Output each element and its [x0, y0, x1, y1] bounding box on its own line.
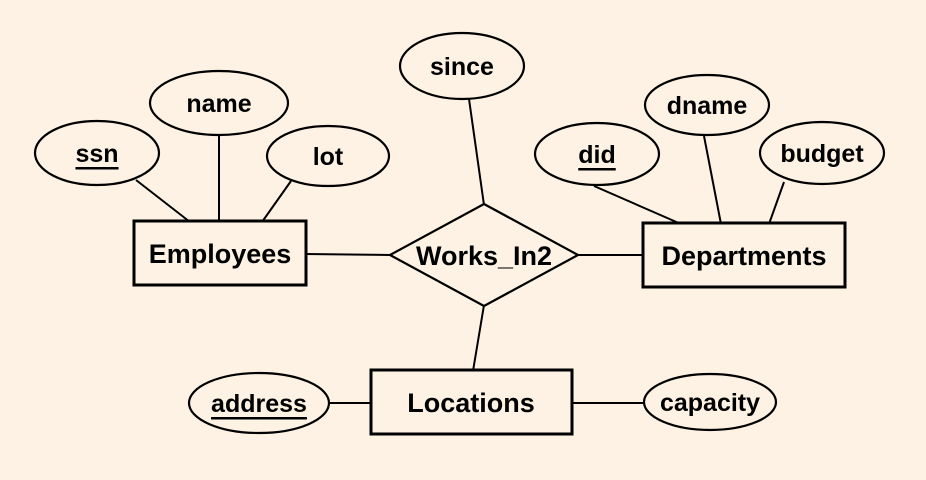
entity-label-locations: Locations [407, 388, 535, 418]
attribute-address[interactable]: address [187, 371, 331, 435]
attribute-ellipse-dname[interactable] [643, 73, 771, 137]
entity-locations[interactable]: Locations [369, 368, 574, 436]
attribute-ellipse-name[interactable] [148, 69, 290, 137]
attribute-budget[interactable]: budget [758, 120, 886, 186]
edge-since-works-in2 [468, 98, 485, 206]
attribute-ellipse-lot[interactable] [265, 124, 391, 188]
attribute-lot[interactable]: lot [265, 124, 391, 188]
attribute-label-dname: dname [667, 92, 748, 120]
entity-employees[interactable]: Employees [132, 219, 308, 287]
attribute-capacity[interactable]: capacity [642, 372, 778, 432]
edge-works-in2-locations [472, 304, 485, 372]
attribute-name[interactable]: name [148, 69, 290, 137]
attribute-ssn[interactable]: ssn [33, 119, 161, 187]
attribute-ellipse-address[interactable] [187, 371, 331, 435]
attribute-label-address: address [211, 390, 307, 418]
attribute-ellipse-budget[interactable] [758, 120, 886, 186]
relationship-label-works-in2: Works_In2 [416, 241, 552, 271]
attribute-ellipse-capacity[interactable] [642, 372, 778, 432]
attribute-dname[interactable]: dname [643, 73, 771, 137]
attribute-label-ssn: ssn [75, 140, 118, 168]
attribute-since[interactable]: since [398, 31, 526, 101]
edge-lot-employees [261, 180, 292, 223]
edge-dname-departments [703, 135, 722, 225]
edge-ssn-employees [135, 179, 191, 223]
relationship-diamond-works-in2[interactable] [387, 202, 581, 308]
entity-box-employees[interactable] [132, 219, 308, 287]
attribute-label-since: since [430, 53, 494, 81]
attribute-ellipse-since[interactable] [398, 31, 526, 101]
edges-layer [135, 98, 785, 404]
entity-label-employees: Employees [149, 239, 292, 269]
attribute-did[interactable]: did [533, 121, 661, 187]
entity-label-departments: Departments [661, 241, 826, 271]
attribute-ellipse-ssn[interactable] [33, 119, 161, 187]
attribute-label-capacity: capacity [660, 389, 760, 417]
edge-employees-works-in2 [304, 253, 392, 256]
entity-departments[interactable]: Departments [641, 221, 847, 289]
attribute-label-budget: budget [780, 140, 864, 168]
edge-did-departments [593, 185, 682, 225]
edge-budget-departments [768, 181, 785, 225]
attribute-label-name: name [186, 90, 251, 118]
attribute-ellipse-did[interactable] [533, 121, 661, 187]
entity-box-departments[interactable] [641, 221, 847, 289]
entity-box-locations[interactable] [369, 368, 574, 436]
relationship-works-in2[interactable]: Works_In2 [387, 202, 581, 308]
attribute-label-lot: lot [313, 143, 344, 171]
attribute-label-did: did [578, 141, 616, 169]
